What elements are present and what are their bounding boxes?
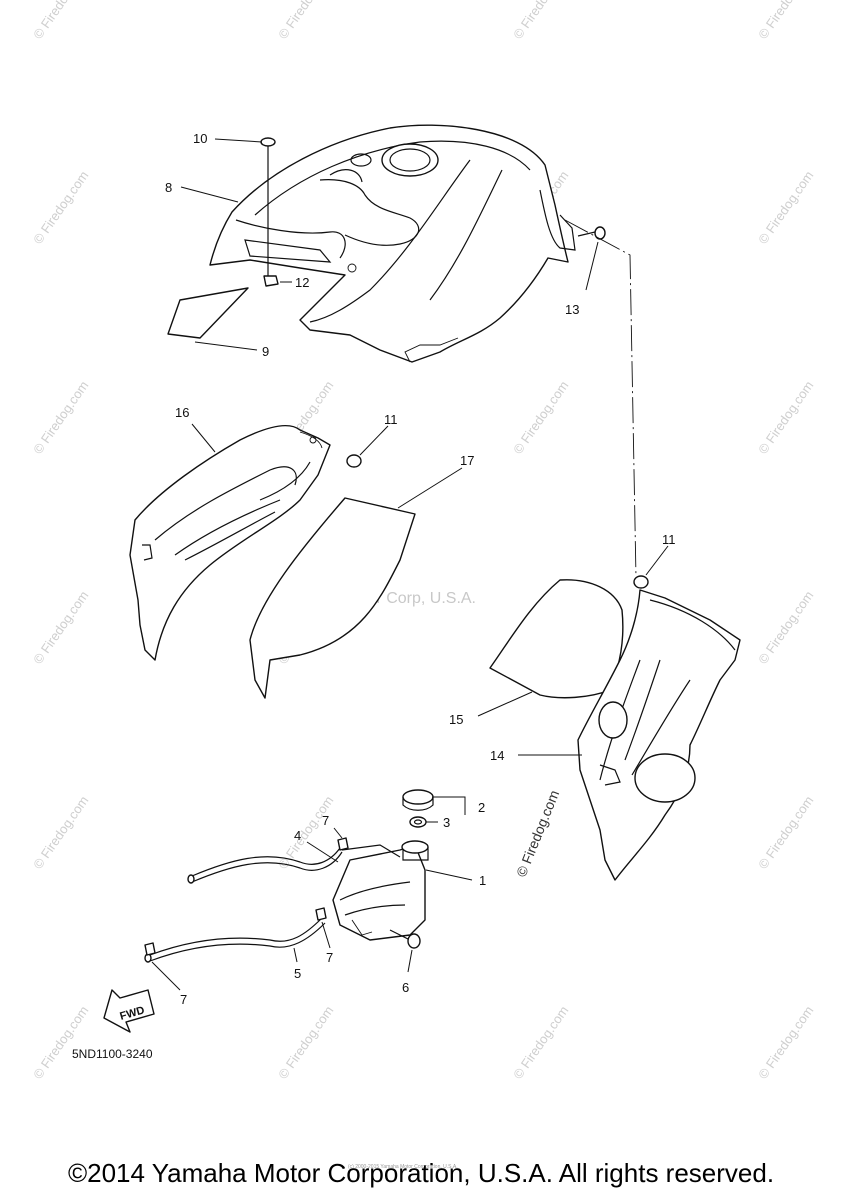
watermark-7: © Firedog.com [755, 168, 816, 247]
callout-15: 15 [449, 712, 463, 727]
callout-3: 3 [443, 815, 450, 830]
callout-17: 17 [460, 453, 474, 468]
watermark-10: © Firedog.com [510, 378, 571, 457]
bolt-top [260, 137, 276, 276]
watermark-19: © Firedog.com [30, 1003, 91, 1082]
gasket [409, 816, 427, 828]
screw-bottom [389, 929, 421, 949]
callout-6: 6 [402, 980, 409, 995]
watermark-22: © Firedog.com [755, 1003, 816, 1082]
tiny-notice: (c) 2000-2015 Yamaha Motor Corporation, … [348, 1164, 458, 1170]
callout-13: 13 [565, 302, 579, 317]
callout-4: 4 [294, 828, 301, 843]
copyright-footer: ©2014 Yamaha Motor Corporation, U.S.A. A… [67, 1158, 775, 1188]
clamp-2 [315, 907, 327, 921]
watermark-18: © Firedog.com [755, 793, 816, 872]
watermark-vertical: © Firedog.com [513, 788, 562, 879]
watermark-12: © Firedog.com [30, 588, 91, 667]
right-side-pad [489, 579, 624, 699]
callout-8: 8 [165, 180, 172, 195]
callout-11-right: 11 [662, 532, 676, 547]
callout-1: 1 [479, 873, 486, 888]
cap [402, 789, 434, 811]
watermark-20: © Firedog.com [275, 1003, 336, 1082]
diagram-code: 5ND1100-3240 [72, 1047, 153, 1061]
overflow-hose [144, 917, 326, 963]
grommet-left [346, 454, 362, 468]
left-side-cover [129, 425, 331, 661]
clamp-3 [144, 942, 156, 956]
callout-7-middle: 7 [326, 950, 333, 965]
watermark-15: © Firedog.com [755, 588, 816, 667]
left-side-pad [249, 497, 416, 699]
nut [263, 275, 279, 287]
watermark-1: © Firedog.com [30, 0, 91, 42]
watermark-4: © Firedog.com [755, 0, 816, 42]
fuel-tank-cover [209, 124, 576, 363]
callout-9: 9 [262, 344, 269, 359]
callout-7-bottom: 7 [180, 992, 187, 1007]
watermark-11: © Firedog.com [755, 378, 816, 457]
watermark-16: © Firedog.com [30, 793, 91, 872]
callout-11-left: 11 [384, 412, 398, 427]
fwd-arrow-icon: FWD [103, 989, 155, 1033]
grommet-right [633, 575, 649, 589]
watermark-21: © Firedog.com [510, 1003, 571, 1082]
callout-14: 14 [490, 748, 504, 763]
decal [167, 287, 249, 339]
callout-12: 12 [295, 275, 309, 290]
alignment-line [564, 219, 637, 579]
callout-16: 16 [175, 405, 189, 420]
callout-5: 5 [294, 966, 301, 981]
watermark-8: © Firedog.com [30, 378, 91, 457]
leader-lines [151, 138, 669, 991]
watermark-3: © Firedog.com [510, 0, 571, 42]
clamp-1 [337, 837, 349, 851]
breather-hose [187, 844, 401, 884]
callout-2: 2 [478, 800, 485, 815]
reservoir-tank [332, 840, 429, 941]
watermark-5: © Firedog.com [30, 168, 91, 247]
callouts: 10 8 12 9 13 16 11 17 11 15 14 2 3 7 4 1… [165, 131, 676, 1007]
watermark-2: © Firedog.com [275, 0, 336, 42]
callout-10: 10 [193, 131, 207, 146]
callout-7-top: 7 [322, 813, 329, 828]
right-side-cover [577, 589, 741, 881]
